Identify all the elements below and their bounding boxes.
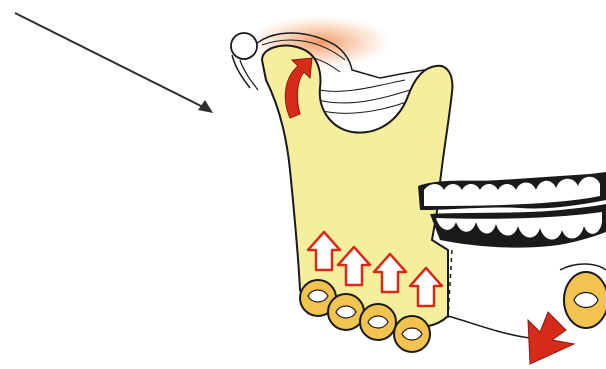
lower-teeth — [430, 204, 606, 248]
mandible-body-outline — [448, 316, 530, 338]
upper-teeth — [418, 172, 606, 210]
downward-force-arrow — [528, 312, 574, 364]
mastoid-process — [231, 33, 258, 90]
pointer-arrow — [15, 13, 213, 113]
sectioned-incisor — [564, 272, 606, 328]
mandible-anterior-outline — [560, 264, 606, 270]
